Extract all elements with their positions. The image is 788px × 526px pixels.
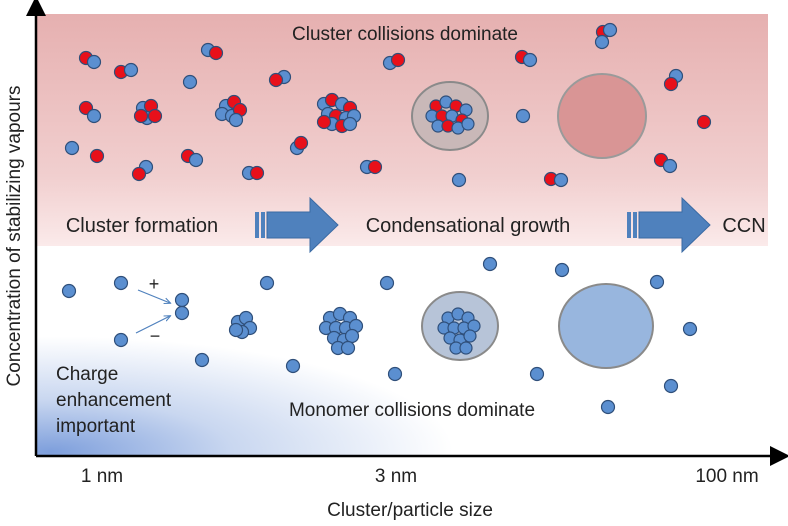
- y-axis-label: Concentration of stabilizing vapours: [4, 85, 25, 386]
- acid-molecule: [696, 114, 712, 130]
- base-molecule: [662, 158, 678, 174]
- monomer-molecule: [194, 352, 210, 368]
- base-molecule: [86, 108, 102, 124]
- base-molecule: [602, 22, 618, 38]
- x-tick-1nm: 1 nm: [81, 466, 123, 487]
- monomer-molecule: [554, 262, 570, 278]
- base-molecule: [64, 140, 80, 156]
- monomer-molecule: [228, 322, 244, 338]
- base-molecule: [86, 54, 102, 70]
- minus-sign: −: [150, 326, 161, 346]
- base-molecule: [594, 34, 610, 50]
- acid-base-clusters: [64, 22, 712, 188]
- monomer-molecule: [387, 366, 403, 382]
- positive-ion-arrow: [137, 289, 170, 303]
- monomer-molecule: [663, 378, 679, 394]
- monomer-molecule: [682, 321, 698, 337]
- large-particle-top: [557, 73, 647, 159]
- plus-sign: +: [149, 274, 160, 294]
- base-molecule: [188, 152, 204, 168]
- base-molecule: [515, 108, 531, 124]
- top-region-title: Cluster collisions dominate: [292, 24, 518, 45]
- base-molecule: [522, 52, 538, 68]
- stage-ccn: CCN: [722, 215, 765, 237]
- acid-molecule: [147, 108, 163, 124]
- monomer-molecule: [463, 329, 477, 343]
- acid-molecule: [663, 76, 679, 92]
- base-molecule: [228, 112, 244, 128]
- particle-core-top: [425, 95, 475, 135]
- base-molecule: [451, 172, 467, 188]
- monomer-molecule: [379, 275, 395, 291]
- acid-molecule: [133, 108, 149, 124]
- x-tick-3nm: 3 nm: [375, 466, 417, 487]
- base-molecule: [553, 172, 569, 188]
- acid-molecule: [390, 52, 406, 68]
- large-particle-bottom: [558, 283, 654, 369]
- acid-molecule: [131, 166, 147, 182]
- monomer-molecule: [174, 305, 190, 321]
- stage-cluster-formation: Cluster formation: [66, 215, 218, 237]
- monomer-molecule: [113, 332, 129, 348]
- monomer-molecule: [113, 275, 129, 291]
- x-axis-label: Cluster/particle size: [327, 500, 493, 521]
- monomer-molecule: [61, 283, 77, 299]
- negative-ion-arrow: [135, 316, 170, 334]
- acid-molecule: [89, 148, 105, 164]
- acid-molecule: [208, 45, 224, 61]
- acid-molecule: [268, 72, 284, 88]
- monomer-molecule: [259, 275, 275, 291]
- base-molecule: [182, 74, 198, 90]
- monomer-molecule: [174, 292, 190, 308]
- monomer-molecule: [529, 366, 545, 382]
- acid-molecule: [367, 159, 383, 175]
- monomer-molecule: [600, 399, 616, 415]
- monomer-molecule: [285, 358, 301, 374]
- particle-core-bottom: [437, 307, 481, 355]
- acid-molecule: [316, 114, 332, 130]
- charge-note-line2: enhancement: [56, 390, 172, 411]
- top-region-background: [36, 14, 768, 246]
- base-molecule: [342, 116, 358, 132]
- growth-arrow-2: [627, 196, 711, 254]
- charge-note-line3: important: [56, 416, 136, 437]
- base-molecule: [123, 62, 139, 78]
- acid-molecule: [293, 135, 309, 151]
- monomer-molecule: [482, 256, 498, 272]
- growth-arrow-1: [255, 196, 339, 254]
- monomer-clusters: [61, 256, 698, 415]
- stage-condensational-growth: Condensational growth: [366, 215, 571, 237]
- monomer-molecule: [459, 341, 473, 355]
- base-molecule: [461, 117, 475, 131]
- charge-note-line1: Charge: [56, 364, 118, 385]
- bottom-region-title: Monomer collisions dominate: [289, 400, 535, 421]
- x-tick-100nm: 100 nm: [695, 466, 758, 487]
- monomer-molecule: [344, 328, 360, 344]
- bottom-region-background: [36, 246, 768, 456]
- acid-molecule: [249, 165, 265, 181]
- monomer-molecule: [340, 340, 356, 356]
- monomer-molecule: [649, 274, 665, 290]
